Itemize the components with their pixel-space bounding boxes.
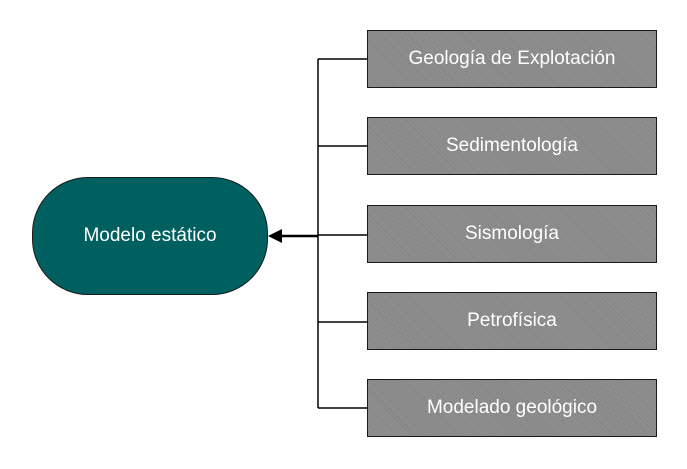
modelo-estatico-node: Modelo estático (32, 177, 268, 295)
node-label: Modelado geológico (426, 397, 598, 418)
node-petrofisica: Petrofísica (367, 292, 657, 350)
node-modelado-geologico: Modelado geológico (367, 379, 657, 437)
node-sedimentologia: Sedimentología (367, 117, 657, 175)
node-label: Sedimentología (445, 135, 579, 156)
node-label: Sismología (465, 223, 559, 244)
node-label: Petrofísica (467, 310, 557, 331)
arrow-head-icon (268, 229, 282, 243)
node-sismologia: Sismología (367, 205, 657, 263)
node-geologia-explotacion: Geología de Explotación (367, 30, 657, 88)
node-label: Geología de Explotación (408, 48, 616, 69)
modelo-estatico-label: Modelo estático (83, 225, 217, 246)
